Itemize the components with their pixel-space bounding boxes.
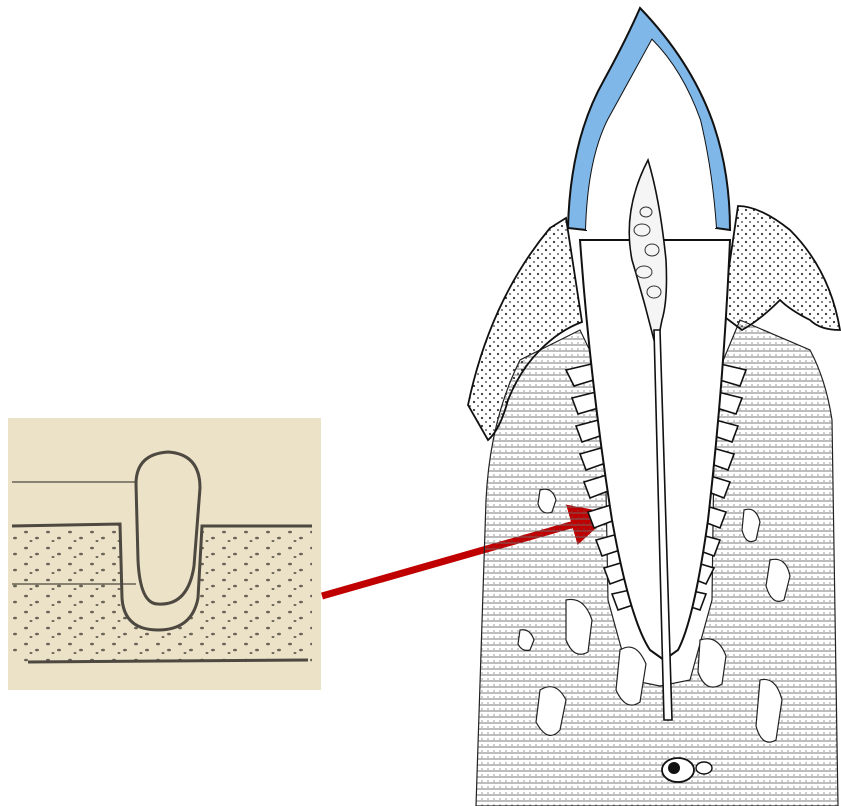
tooth-anatomy-illustration — [468, 8, 840, 806]
gingiva-right — [722, 206, 840, 330]
sketch-bottom-line — [28, 660, 308, 662]
sketch-tooth — [136, 452, 200, 604]
sketch-panel — [8, 418, 321, 690]
